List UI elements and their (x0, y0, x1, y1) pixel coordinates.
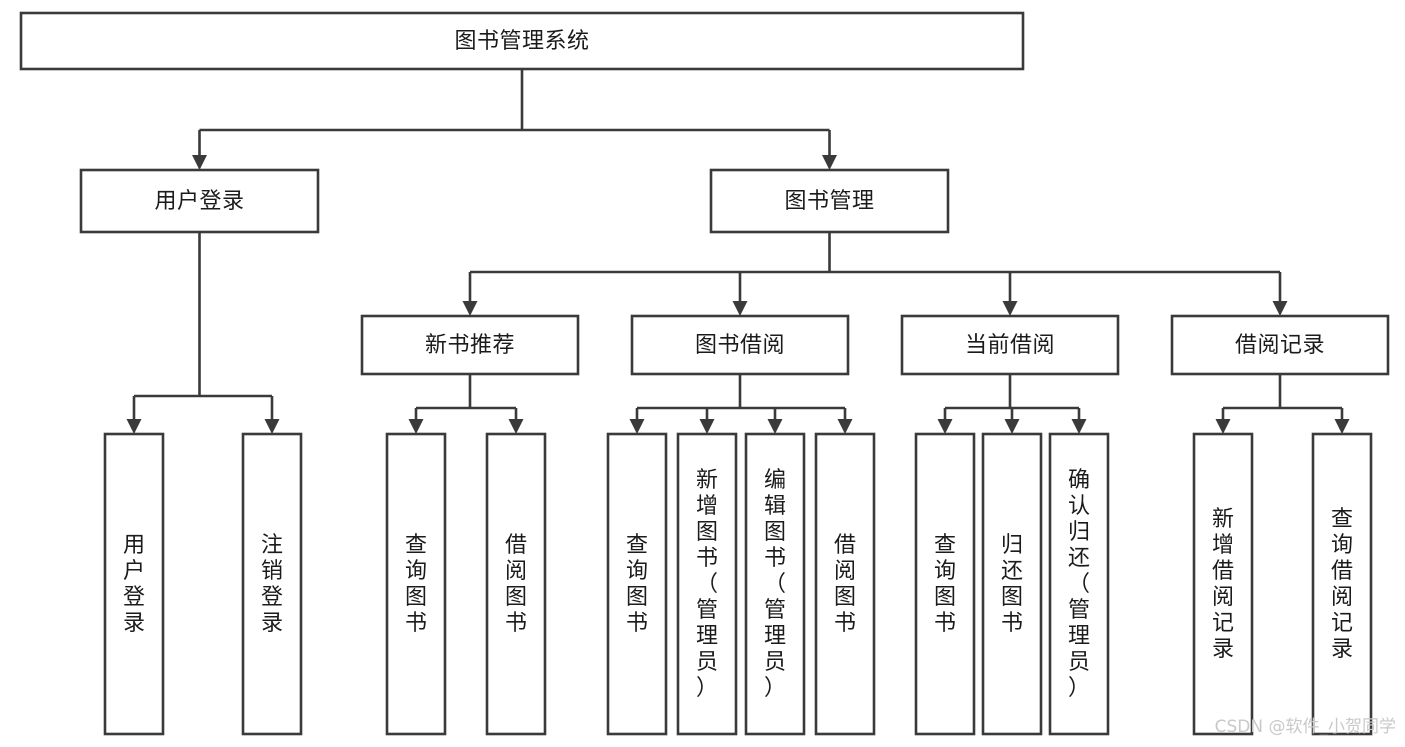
node-label-leaf-user-login: 用户登录 (123, 533, 145, 636)
node-box-leaf-add-borrow-record (1192, 432, 1254, 736)
node-label-leaf-borrow-book-recommend: 借阅图书 (505, 533, 527, 636)
node-box-leaf-confirm-return-admin (1048, 432, 1110, 736)
node-label-borrow-record: 借阅记录 (1235, 333, 1325, 358)
node-box-leaf-edit-book-admin (744, 432, 806, 736)
node-box-leaf-logout (241, 432, 303, 736)
arrow-head-icon (1334, 419, 1350, 434)
arrow-head-icon (1002, 301, 1018, 316)
node-leaf-user-login[interactable]: 用户登录 (103, 432, 165, 736)
node-box-leaf-user-login (103, 432, 165, 736)
node-user-login[interactable]: 用户登录 (79, 168, 320, 234)
node-label-current-borrow: 当前借阅 (965, 333, 1055, 358)
node-current-borrow[interactable]: 当前借阅 (900, 314, 1120, 376)
node-leaf-edit-book-admin[interactable]: 编辑图书（管理员） (744, 432, 806, 736)
csdn-watermark: CSDN @软件_小贺同学 (1215, 717, 1396, 737)
node-box-root (19, 11, 1025, 71)
node-book-borrow[interactable]: 图书借阅 (630, 314, 850, 376)
node-box-borrow-record (1170, 314, 1390, 376)
arrow-head-icon (1004, 419, 1020, 434)
node-box-current-borrow (900, 314, 1120, 376)
arrow-head-icon (126, 419, 142, 434)
node-box-leaf-query-book-current (914, 432, 976, 736)
node-box-book-manage (709, 168, 950, 234)
node-leaf-add-borrow-record[interactable]: 新增借阅记录 (1192, 432, 1254, 736)
node-label-leaf-add-borrow-record: 新增借阅记录 (1212, 507, 1234, 662)
node-box-leaf-add-book-admin (676, 432, 738, 736)
node-leaf-add-book-admin[interactable]: 新增图书（管理员） (676, 432, 738, 736)
node-box-leaf-query-book-borrow (606, 432, 668, 736)
node-box-leaf-return-book (981, 432, 1043, 736)
node-new-book-recommend[interactable]: 新书推荐 (360, 314, 580, 376)
node-box-user-login (79, 168, 320, 234)
arrow-head-icon (699, 419, 715, 434)
node-box-leaf-query-borrow-record (1311, 432, 1373, 736)
node-box-new-book-recommend (360, 314, 580, 376)
node-leaf-query-book-recommend[interactable]: 查询图书 (385, 432, 447, 736)
node-leaf-logout[interactable]: 注销登录 (241, 432, 303, 736)
arrow-head-icon (1071, 419, 1087, 434)
arrow-head-icon (264, 419, 280, 434)
node-label-leaf-confirm-return-admin: 确认归还（管理员） (1068, 468, 1090, 701)
node-label-leaf-query-borrow-record: 查询借阅记录 (1331, 507, 1353, 662)
node-box-leaf-borrow-book-recommend (485, 432, 547, 736)
node-label-leaf-logout: 注销登录 (261, 533, 283, 636)
arrow-head-icon (767, 419, 783, 434)
node-root[interactable]: 图书管理系统 (19, 11, 1025, 71)
node-label-root: 图书管理系统 (454, 29, 589, 54)
node-label-leaf-borrow-book: 借阅图书 (834, 533, 856, 636)
node-label-book-borrow: 图书借阅 (695, 333, 785, 358)
connector-edges-layer (126, 69, 1350, 434)
arrow-head-icon (937, 419, 953, 434)
arrow-head-icon (1215, 419, 1231, 434)
node-leaf-confirm-return-admin[interactable]: 确认归还（管理员） (1048, 432, 1110, 736)
node-label-new-book-recommend: 新书推荐 (425, 333, 515, 358)
node-borrow-record[interactable]: 借阅记录 (1170, 314, 1390, 376)
node-leaf-borrow-book[interactable]: 借阅图书 (814, 432, 876, 736)
arrow-head-icon (1272, 301, 1288, 316)
node-label-leaf-query-book-recommend: 查询图书 (405, 533, 427, 636)
node-leaf-query-borrow-record[interactable]: 查询借阅记录 (1311, 432, 1373, 736)
node-book-manage[interactable]: 图书管理 (709, 168, 950, 234)
arrow-head-icon (192, 155, 207, 170)
arrow-head-icon (837, 419, 853, 434)
nodes-layer: 图书管理系统用户登录图书管理新书推荐图书借阅当前借阅借阅记录用户登录注销登录查询… (19, 11, 1390, 736)
arrow-head-icon (408, 419, 424, 434)
node-label-leaf-query-book-borrow: 查询图书 (626, 533, 648, 636)
arrow-head-icon (732, 301, 748, 316)
node-label-leaf-query-book-current: 查询图书 (934, 533, 956, 636)
node-box-book-borrow (630, 314, 850, 376)
node-label-book-manage: 图书管理 (784, 189, 874, 214)
arrow-head-icon (629, 419, 645, 434)
arrow-head-icon (462, 301, 478, 316)
arrow-head-icon (822, 155, 837, 170)
node-label-leaf-return-book: 归还图书 (1001, 533, 1023, 636)
node-label-leaf-add-book-admin: 新增图书（管理员） (696, 468, 718, 701)
node-box-leaf-borrow-book (814, 432, 876, 736)
node-leaf-borrow-book-recommend[interactable]: 借阅图书 (485, 432, 547, 736)
node-box-leaf-query-book-recommend (385, 432, 447, 736)
node-leaf-query-book-current[interactable]: 查询图书 (914, 432, 976, 736)
node-label-leaf-edit-book-admin: 编辑图书（管理员） (764, 468, 786, 701)
node-leaf-return-book[interactable]: 归还图书 (981, 432, 1043, 736)
arrow-head-icon (508, 419, 524, 434)
node-leaf-query-book-borrow[interactable]: 查询图书 (606, 432, 668, 736)
node-label-user-login: 用户登录 (154, 189, 244, 214)
